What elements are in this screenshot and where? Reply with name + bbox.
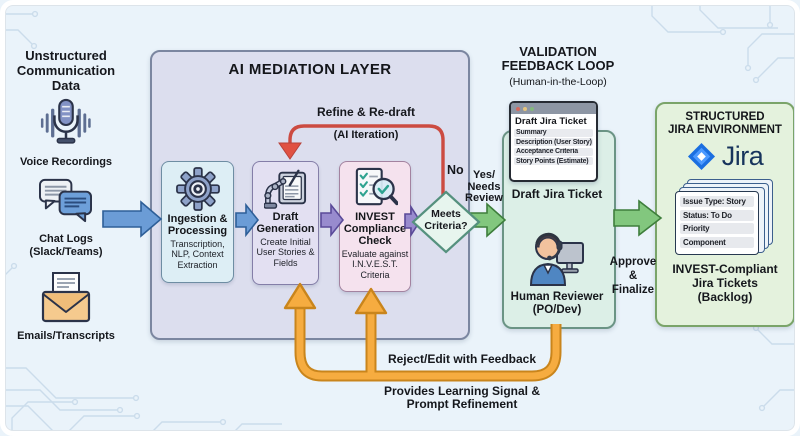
human-reviewer-label: Human Reviewer (PO/Dev) (510, 291, 604, 316)
reject-edit-label: Reject/Edit with Feedback (387, 352, 537, 366)
jira-card-row-status: Status: To Do (680, 209, 754, 221)
jira-logo: Jira (657, 142, 793, 171)
yes-needs-review-label: Yes/ Needs Review (465, 169, 503, 205)
draft-generation-title: Draft Generation (256, 211, 315, 236)
envelope-icon (38, 270, 94, 326)
ingestion-title: Ingestion & Processing (167, 213, 228, 238)
meets-criteria-label: Meets Criteria? (424, 208, 468, 232)
jira-logo-text: Jira (721, 140, 764, 171)
microphone-icon (39, 98, 93, 152)
jira-card-row-priority: Priority (680, 223, 754, 235)
ai-mediation-layer-title: AI MEDIATION LAYER (228, 61, 392, 78)
jira-backlog-label: INVEST-Compliant Jira Tickets (Backlog) (672, 261, 778, 304)
checklist-magnifier-icon (352, 167, 398, 209)
invest-compliance-box: INVEST Compliance Check Evaluate against… (339, 161, 411, 292)
refine-redraft-label: Refine & Re-draft (316, 105, 415, 119)
jira-card-row-component: Component (680, 236, 754, 248)
ticket-row-description: Description (User Story) (514, 138, 593, 146)
jira-environment-title: STRUCTURED JIRA ENVIRONMENT (668, 111, 782, 137)
invest-subtitle: Evaluate against I.N.V.E.S.T. Criteria (341, 249, 409, 280)
source-label-voice: Voice Recordings (19, 156, 113, 168)
validation-title: VALIDATION FEEDBACK LOOP (501, 44, 615, 74)
draft-generation-box: Draft Generation Create Initial User Sto… (252, 161, 319, 285)
robot-arm-icon (263, 167, 308, 209)
ticket-row-storypoints: Story Points (Estimate) (514, 157, 593, 165)
ai-iteration-label: (AI Iteration) (333, 129, 399, 141)
jira-environment-box: STRUCTURED JIRA ENVIRONMENT Jira Issue T… (655, 102, 795, 327)
chat-bubbles-icon (37, 175, 94, 228)
window-dot-green (530, 106, 534, 111)
window-dot-yellow (523, 106, 527, 111)
validation-subtitle: (Human-in-the-Loop) (509, 76, 607, 88)
source-label-emails: Emails/Transcripts (17, 330, 115, 342)
ingestion-subtitle: Transcription, NLP, Context Extraction (170, 239, 225, 270)
jira-card-row-issue-type: Issue Type: Story (680, 196, 754, 208)
ingestion-processing-box: Ingestion & Processing Transcription, NL… (161, 161, 234, 283)
jira-card-front: Issue Type: Story Status: To Do Priority… (675, 190, 759, 255)
jira-logo-icon (687, 142, 716, 171)
human-reviewer-icon (524, 219, 588, 289)
learning-signal-label: Provides Learning Signal & Prompt Refine… (383, 384, 541, 412)
gear-icon (175, 167, 220, 211)
window-dot-red (516, 106, 520, 111)
source-label-chat: Chat Logs (Slack/Teams) (29, 233, 103, 258)
ticket-row-summary: Summary (514, 128, 593, 137)
no-label: No (447, 163, 464, 177)
window-titlebar (511, 103, 596, 114)
jira-card-stack: Issue Type: Story Status: To Do Priority… (675, 177, 775, 257)
draft-generation-subtitle: Create Initial User Stories & Fields (256, 237, 315, 268)
ticket-row-acceptance: Acceptance Criteria (514, 147, 593, 156)
ticket-window-header: Draft Jira Ticket (515, 116, 587, 127)
draft-ticket-window: Draft Jira Ticket Summary Description (U… (509, 101, 598, 182)
approve-finalize-label: Approve & Finalize (609, 256, 657, 296)
invest-title: INVEST Compliance Check (343, 211, 407, 248)
draft-jira-ticket-label: Draft Jira Ticket (511, 187, 603, 201)
sources-heading: Unstructured Communication Data (16, 48, 116, 93)
